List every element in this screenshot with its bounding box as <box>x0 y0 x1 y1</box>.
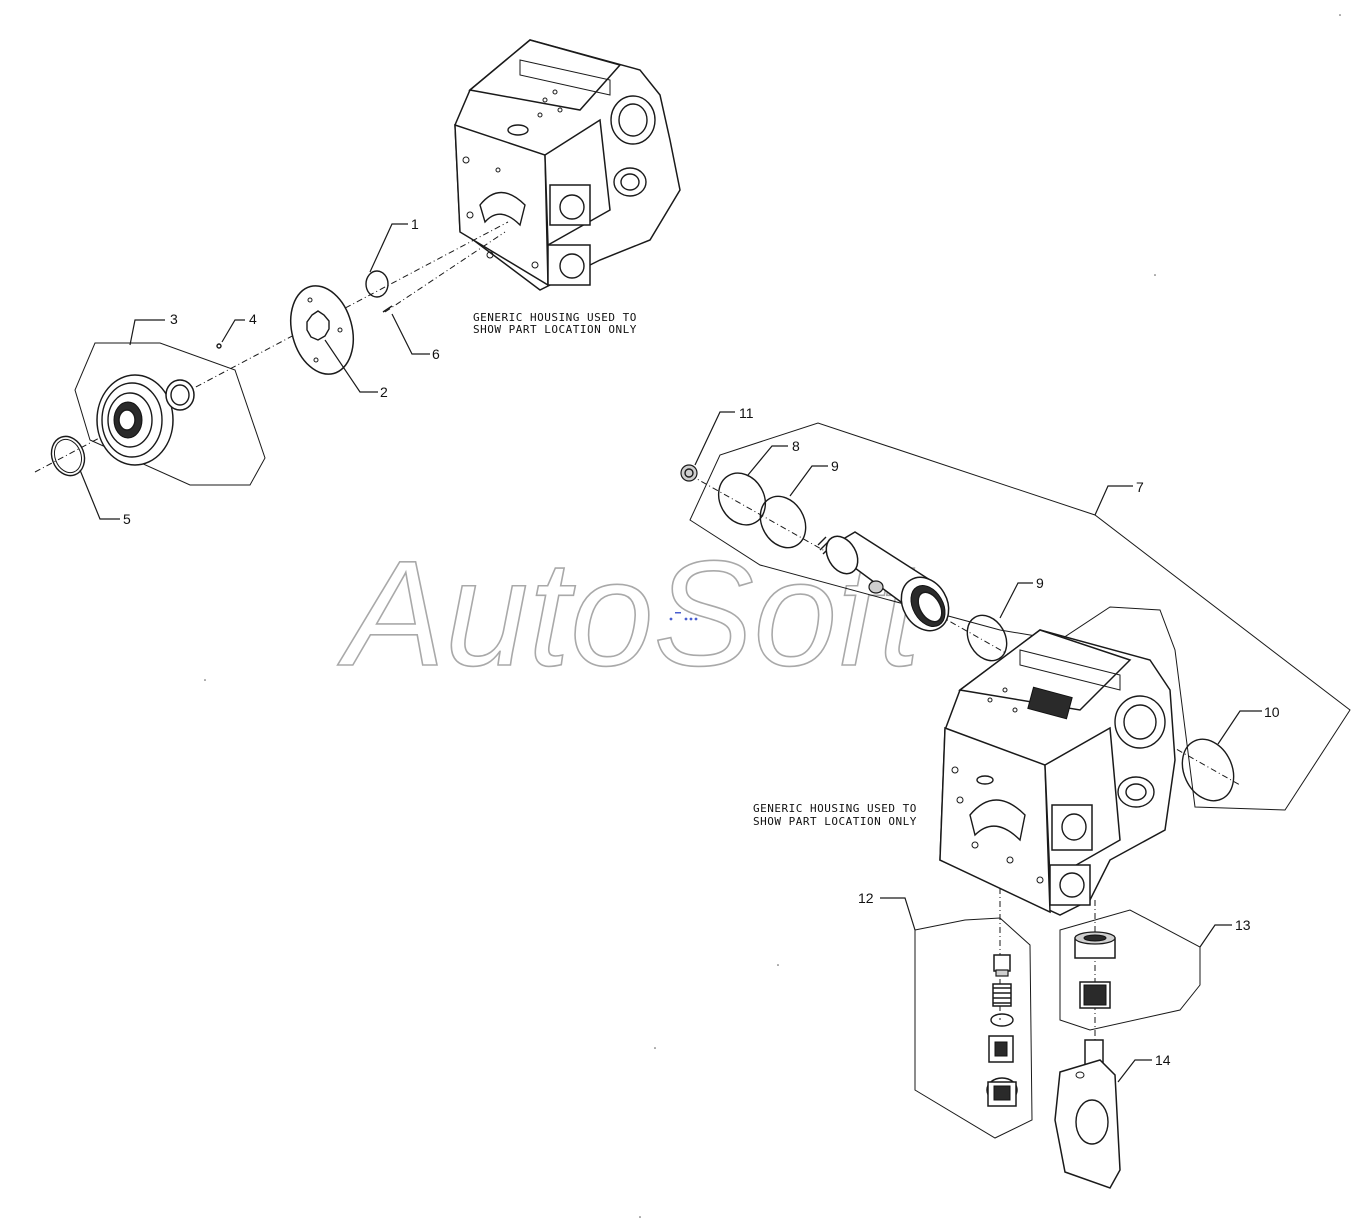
svg-text:SHOW PART LOCATION ONLY: SHOW PART LOCATION ONLY <box>473 323 637 336</box>
callout-1: 1 <box>411 216 419 232</box>
callout-6: 6 <box>432 346 440 362</box>
part-9-o-ring-a <box>759 495 807 549</box>
callout-9-b: 9 <box>1036 575 1044 591</box>
housing-note-bottom: GENERIC HOUSING USED TO SHOW PART LOCATI… <box>753 802 917 828</box>
centerline-top-main <box>34 221 509 473</box>
callout-4: 4 <box>249 311 257 327</box>
part-8-o-ring <box>717 472 767 526</box>
callout-11: 11 <box>739 405 754 421</box>
part-1-ring <box>365 270 389 298</box>
kit-outline-7 <box>689 422 1351 811</box>
svg-text:SHOW PART LOCATION ONLY: SHOW PART LOCATION ONLY <box>753 815 917 828</box>
callouts-top: 1 2 3 4 5 6 <box>123 216 440 527</box>
centerline-servo <box>689 474 1241 786</box>
part-4-pin <box>216 343 222 349</box>
part-13-bearing-stack <box>1074 931 1116 1009</box>
part-5-o-ring <box>50 435 86 477</box>
callout-3: 3 <box>170 311 178 327</box>
part-3-bearing-cover <box>96 374 195 466</box>
callout-9-a: 9 <box>831 458 839 474</box>
callout-12: 12 <box>858 890 874 906</box>
kit-outline-13 <box>1059 909 1201 1031</box>
callout-8: 8 <box>792 438 800 454</box>
part-14-lever <box>1054 1039 1121 1189</box>
leader-lines-bottom <box>694 411 1262 1083</box>
watermark-dots <box>669 612 698 621</box>
pump-housing-top <box>454 39 681 291</box>
part-2-gerotor <box>290 285 354 375</box>
kit-outline-3 <box>74 342 266 486</box>
leader-lines-top <box>79 223 430 520</box>
callouts-bottom: 11 8 9 7 9 10 12 13 14 <box>739 405 1280 1068</box>
scan-specks <box>204 14 1341 1218</box>
callout-2: 2 <box>380 384 388 400</box>
part-6-dowel <box>382 305 393 313</box>
callout-5: 5 <box>123 511 131 527</box>
kit-outline-12 <box>914 917 1033 1139</box>
centerline-top-pin <box>384 231 506 313</box>
callout-14: 14 <box>1155 1052 1171 1068</box>
callout-13: 13 <box>1235 917 1251 933</box>
svg-text:GENERIC HOUSING USED TO: GENERIC HOUSING USED TO <box>473 311 637 324</box>
callout-7: 7 <box>1136 479 1144 495</box>
part-servo-piston <box>817 531 950 632</box>
svg-text:GENERIC HOUSING USED TO: GENERIC HOUSING USED TO <box>753 802 917 815</box>
part-9-o-ring-b <box>966 614 1008 662</box>
pump-housing-bottom <box>939 629 1176 916</box>
part-10-o-ring <box>1181 738 1235 802</box>
part-11-plug <box>680 464 698 482</box>
part-12-valve-stack <box>986 954 1018 1107</box>
housing-note-top: GENERIC HOUSING USED TO SHOW PART LOCATI… <box>473 311 637 336</box>
callout-10: 10 <box>1264 704 1280 720</box>
